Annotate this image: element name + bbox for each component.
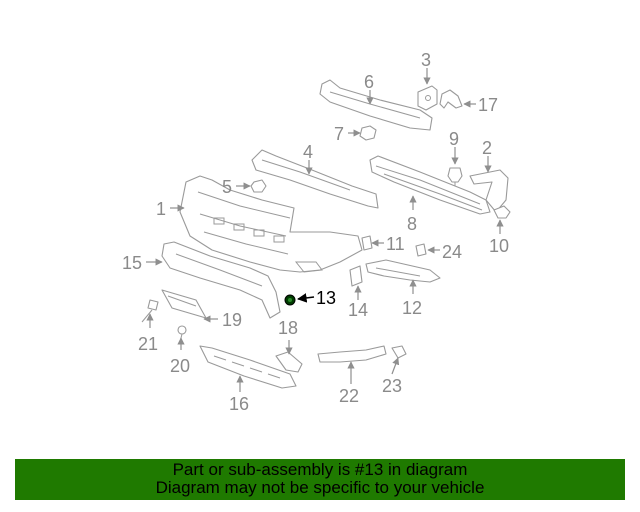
part-19-plate-bracket: [161, 289, 207, 319]
part-20-screw: [177, 325, 187, 343]
callout-13: 13: [316, 288, 336, 308]
part-23-clip: [391, 345, 407, 359]
part-16-lower-grille: [199, 345, 297, 389]
part-5-nut: [250, 179, 267, 193]
part-17-clip: [439, 89, 463, 109]
banner-line-1: Part or sub-assembly is #13 in diagram: [172, 460, 468, 479]
callout-24: 24: [442, 242, 462, 262]
callout-20: 20: [170, 356, 190, 376]
parts-diagram: 3 6 17 7 9 2 4 5 1 8 10 11 24 15 13 14 1…: [122, 50, 511, 414]
callout-6: 6: [364, 72, 374, 92]
callout-12: 12: [402, 298, 422, 318]
callout-labels: 3 6 17 7 9 2 4 5 1 8 10 11 24 15 13 14 1…: [122, 50, 509, 414]
part-12-bracket: [365, 259, 441, 283]
part-4-cover: [251, 149, 379, 209]
callout-16: 16: [229, 394, 249, 414]
callout-7: 7: [334, 124, 344, 144]
part-8-impact-bar: [369, 155, 491, 215]
callout-3: 3: [421, 50, 431, 70]
callout-10: 10: [489, 236, 509, 256]
part-7-pin: [359, 125, 377, 141]
callout-2: 2: [482, 138, 492, 158]
part-13-highlighted: [284, 294, 296, 306]
part-15-valance: [161, 241, 281, 319]
callout-17: 17: [478, 95, 498, 115]
part-10-retainer: [493, 205, 511, 219]
callout-21: 21: [138, 334, 158, 354]
callout-4: 4: [303, 142, 313, 162]
callout-1: 1: [156, 199, 166, 219]
part-22-trim: [317, 345, 387, 363]
part-1-fascia: [179, 175, 363, 273]
part-14-bracket: [349, 265, 363, 287]
part-6-absorber: [319, 79, 433, 131]
callout-8: 8: [407, 214, 417, 234]
part-18-grille-piece: [275, 351, 303, 373]
callout-15: 15: [122, 253, 142, 273]
part-11-clip: [361, 235, 373, 251]
part-24-clip: [415, 243, 427, 257]
callout-5: 5: [222, 177, 232, 197]
callout-23: 23: [382, 376, 402, 396]
callout-22: 22: [339, 386, 359, 406]
leader-lines: [146, 68, 504, 392]
info-banner: Part or sub-assembly is #13 in diagram D…: [15, 459, 625, 500]
callout-11: 11: [386, 234, 405, 254]
part-3-bracket: [417, 85, 438, 111]
callout-9: 9: [449, 129, 459, 149]
callout-19: 19: [222, 310, 242, 330]
callout-18: 18: [278, 318, 298, 338]
callout-14: 14: [348, 300, 368, 320]
banner-line-2: Diagram may not be specific to your vehi…: [155, 478, 485, 497]
